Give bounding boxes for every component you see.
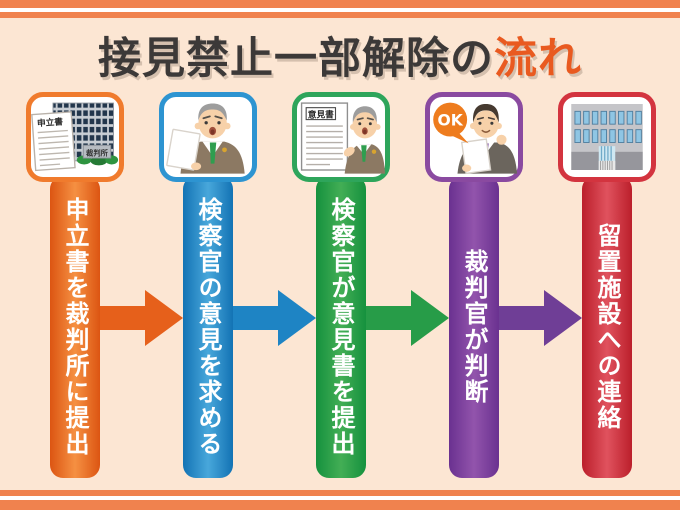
gray-hair bbox=[352, 106, 377, 123]
step3-icon-box: 意見書 bbox=[292, 92, 390, 182]
arrow-head-icon bbox=[411, 290, 449, 346]
step5-label: 留置施設への連絡 bbox=[593, 223, 621, 431]
arrow-body bbox=[366, 306, 412, 330]
gesturing-hand bbox=[343, 146, 355, 157]
arrow-head-icon bbox=[544, 290, 582, 346]
step4-label: 裁判官が判断 bbox=[460, 249, 488, 405]
flow-arrow-2 bbox=[233, 290, 316, 346]
hand bbox=[462, 164, 472, 172]
step2-label: 検察官の意見を求める bbox=[194, 197, 222, 457]
step3-bar: 検察官が意見書を提出 bbox=[316, 176, 366, 478]
title-accent: 流れ bbox=[494, 34, 582, 84]
held-paper bbox=[166, 128, 201, 171]
courthouse-application-icon: 裁判所 申立書 bbox=[31, 102, 119, 172]
gray-hair bbox=[198, 103, 227, 121]
smile bbox=[481, 129, 491, 133]
facility-windows bbox=[574, 110, 642, 143]
prosecutor-face bbox=[198, 108, 227, 139]
step4-bar: 裁判官が判断 bbox=[449, 176, 499, 478]
step1-label: 申立書を裁判所に提出 bbox=[61, 197, 89, 457]
held-paper bbox=[460, 138, 492, 175]
arrow-head-icon bbox=[145, 290, 183, 346]
bottom-stripe-white bbox=[0, 496, 680, 500]
green-tie bbox=[361, 145, 367, 162]
step2-bar: 検察官の意見を求める bbox=[183, 176, 233, 478]
step2-icon-box bbox=[159, 92, 257, 182]
arrow-body bbox=[499, 306, 545, 330]
courthouse-sign bbox=[82, 144, 112, 159]
prosecutor-reading-icon bbox=[166, 103, 245, 174]
step4-icon-box: OK bbox=[425, 92, 523, 182]
judge-ok-icon: OK bbox=[433, 102, 518, 175]
lapel-badge bbox=[222, 147, 227, 153]
detention-facility-icon bbox=[571, 104, 643, 170]
judge-face bbox=[473, 110, 499, 138]
green-tie bbox=[209, 142, 217, 164]
flow-arrow-4 bbox=[499, 290, 582, 346]
ok-bubble-label: OK bbox=[438, 112, 464, 130]
arrow-head-icon bbox=[278, 290, 316, 346]
flow-arrow-1 bbox=[100, 290, 183, 346]
opinion-document-icon: 意見書 bbox=[300, 102, 385, 174]
application-document-title: 申立書 bbox=[37, 115, 64, 129]
lapel-badge bbox=[371, 149, 377, 154]
arrow-body bbox=[233, 306, 279, 330]
bottom-stripe-outer bbox=[0, 500, 680, 510]
bottom-stripe-inner bbox=[0, 490, 680, 496]
application-document: 申立書 bbox=[31, 111, 76, 172]
step1-bar: 申立書を裁判所に提出 bbox=[50, 176, 100, 478]
flow-arrow-3 bbox=[366, 290, 449, 346]
dark-hair bbox=[472, 104, 499, 123]
title-main: 接見禁止一部解除の bbox=[98, 34, 494, 84]
ok-speech-bubble bbox=[433, 102, 468, 137]
hand bbox=[191, 162, 202, 171]
top-stripe-outer bbox=[0, 0, 680, 8]
arrow-body bbox=[100, 306, 146, 330]
step5-icon-box bbox=[558, 92, 656, 182]
top-stripe-white bbox=[0, 8, 680, 12]
top-stripe-inner bbox=[0, 12, 680, 18]
step1-icon-box: 裁判所 申立書 bbox=[26, 92, 124, 182]
fist-at-chin bbox=[496, 134, 507, 145]
step3-label: 検察官が意見書を提出 bbox=[327, 197, 355, 457]
page-title: 接見禁止一部解除の流れ bbox=[0, 24, 680, 86]
courthouse-sign-label: 裁判所 bbox=[86, 148, 109, 157]
opinion-document-title: 意見書 bbox=[308, 108, 334, 120]
step5-bar: 留置施設への連絡 bbox=[582, 176, 632, 478]
